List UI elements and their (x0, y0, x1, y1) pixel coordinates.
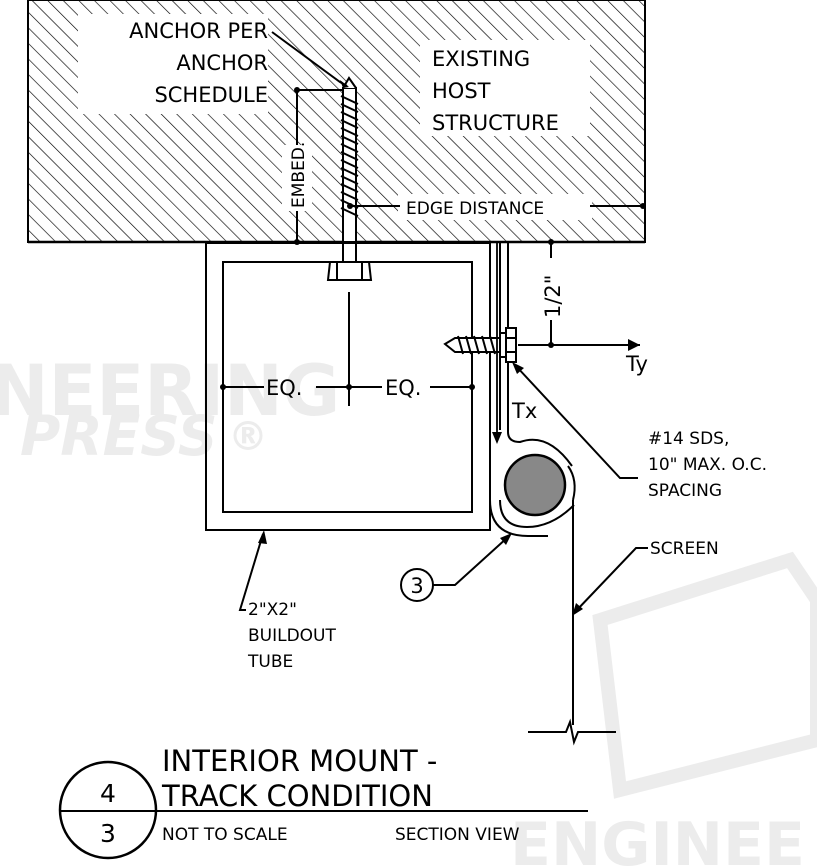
host-structure (27, 0, 646, 244)
tube-callout: 2"X2" BUILDOUT TUBE (238, 530, 337, 672)
tube-label-line3: TUBE (247, 652, 293, 672)
half-inch-label: 1/2" (541, 275, 565, 318)
host-label-line1: EXISTING (432, 47, 530, 71)
anchor-label-line3: SCHEDULE (154, 83, 268, 107)
sds-label-line1: #14 SDS, (648, 429, 729, 449)
anchor-label-mask (78, 14, 268, 114)
eq-right-label: EQ. (385, 376, 421, 400)
screen-label: SCREEN (650, 539, 719, 559)
title-block: 4 3 INTERIOR MOUNT - TRACK CONDITION NOT… (58, 744, 588, 860)
sheet-number: 3 (100, 819, 116, 848)
anchor-label-line2: ANCHOR (176, 51, 268, 75)
sds-callout: #14 SDS, 10" MAX. O.C. SPACING (512, 362, 767, 501)
sds-screw (443, 327, 517, 363)
edge-label-mask (398, 194, 592, 220)
sds-label-line2: 10" MAX. O.C. (648, 455, 767, 475)
title-line2: TRACK CONDITION (161, 779, 433, 813)
embed-dimension: EMBED. (289, 87, 343, 245)
scale-note: NOT TO SCALE (162, 825, 288, 845)
watermark: NEERING PRESS ® ENGINEE (0, 350, 817, 867)
edge-distance-label: EDGE DISTANCE (406, 199, 544, 219)
anchor-callout: ANCHOR PER ANCHOR SCHEDULE (129, 19, 349, 107)
sds-label-line3: SPACING (648, 481, 722, 501)
watermark-shape (592, 551, 817, 799)
edge-distance-dimension: EDGE DISTANCE (347, 199, 646, 219)
watermark-line3: ENGINEE (510, 810, 805, 867)
tx-load: Tx (492, 243, 537, 444)
view-type: SECTION VIEW (395, 825, 520, 845)
screen-spline (503, 453, 567, 517)
ty-label: Ty (625, 352, 648, 376)
tube-label-line1: 2"X2" (248, 600, 297, 620)
ty-load: Ty (518, 339, 648, 376)
half-inch-dimension: 1/2" (541, 239, 565, 345)
eq-dimension: EQ. EQ. (220, 376, 475, 400)
embed-label: EMBED. (289, 142, 309, 208)
anchor-label-line1: ANCHOR PER (129, 19, 268, 43)
detail-bubble-number: 3 (410, 574, 423, 598)
watermark-line1: NEERING (0, 350, 340, 432)
host-label-line3: STRUCTURE (432, 111, 559, 135)
screen-callout: SCREEN (572, 539, 719, 616)
detail-bubble-3: 3 (400, 533, 512, 602)
embed-label-mask (282, 145, 312, 211)
host-label-mask (420, 40, 590, 136)
watermark-line2: PRESS (20, 404, 218, 468)
tx-label: Tx (511, 399, 537, 423)
tube-label-line2: BUILDOUT (248, 626, 337, 646)
title-line1: INTERIOR MOUNT - (162, 744, 437, 778)
host-label-line2: HOST (432, 79, 491, 103)
watermark-registered: ® (228, 414, 268, 460)
detail-number: 4 (100, 779, 116, 808)
eq-left-label: EQ. (266, 376, 302, 400)
host-callout: EXISTING HOST STRUCTURE (432, 47, 559, 135)
screen-fabric (528, 465, 616, 746)
anchor-screw (326, 76, 373, 281)
